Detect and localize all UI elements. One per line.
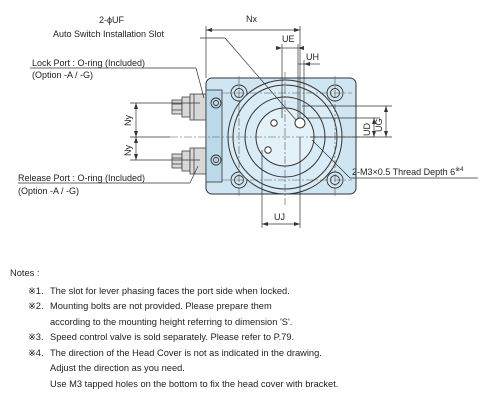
note-1: ※1. The slot for lever phasing faces the… xyxy=(28,284,490,300)
label-ue: UE xyxy=(282,34,295,44)
note-1-line-1: The slot for lever phasing faces the por… xyxy=(50,285,290,296)
note-2-line-1: Mounting bolts are not provided. Please … xyxy=(50,301,272,311)
thread-note-mark: ※4 xyxy=(455,166,464,173)
note-3-mark: ※3. xyxy=(28,332,44,342)
technical-drawing: 2-ϕUF Auto Switch Installation Slot Nx U… xyxy=(18,14,478,228)
note-2-mark: ※2. xyxy=(28,301,44,311)
note-4-line-1: The direction of the Head Cover is not a… xyxy=(50,347,322,358)
label-thread: 2-M3×0.5 Thread Depth 6※4 xyxy=(352,166,464,177)
note-2: ※2. Mounting bolts are not provided. Ple… xyxy=(28,299,490,330)
label-ug: UG xyxy=(374,119,384,133)
note-4: ※4. The direction of the Head Cover is n… xyxy=(28,346,490,393)
note-1-mark: ※1. xyxy=(28,285,44,296)
label-release-option: (Option -A / -G) xyxy=(18,186,79,196)
label-lock-option: (Option -A / -G) xyxy=(32,70,93,80)
label-ud: UD xyxy=(362,123,372,136)
dimension-lines xyxy=(18,26,478,228)
label-lock-port: Lock Port : O-ring (Included) xyxy=(32,58,145,68)
label-uh: UH xyxy=(306,52,319,62)
notes-title: Notes : xyxy=(10,268,40,278)
dimension-arrows xyxy=(134,28,388,226)
thread-text: 2-M3×0.5 Thread Depth 6 xyxy=(352,167,455,177)
note-4-line-2: Adjust the direction as you need. xyxy=(50,363,185,373)
notes-section: Notes : ※1. The slot for lever phasing f… xyxy=(10,266,490,392)
label-uj: UJ xyxy=(274,212,285,222)
note-4-mark: ※4. xyxy=(28,347,44,358)
note-3-line-1: Speed control valve is sold separately. … xyxy=(50,332,295,342)
note-3: ※3. Speed control valve is sold separate… xyxy=(28,330,490,346)
lock-port-fitting xyxy=(171,93,207,121)
note-2-line-2: according to the mounting height referri… xyxy=(50,316,293,327)
label-ny-bottom: Ny xyxy=(123,145,133,156)
label-slot-title: 2-ϕUF xyxy=(99,15,125,25)
note-4-line-3: Use M3 tapped holes on the bottom to fix… xyxy=(50,378,339,389)
release-port-fitting xyxy=(171,147,207,175)
label-nx: Nx xyxy=(246,14,257,24)
label-ny-top: Ny xyxy=(123,115,133,126)
label-release-port: Release Port : O-ring (Included) xyxy=(18,173,145,183)
label-slot-desc: Auto Switch Installation Slot xyxy=(53,29,165,39)
